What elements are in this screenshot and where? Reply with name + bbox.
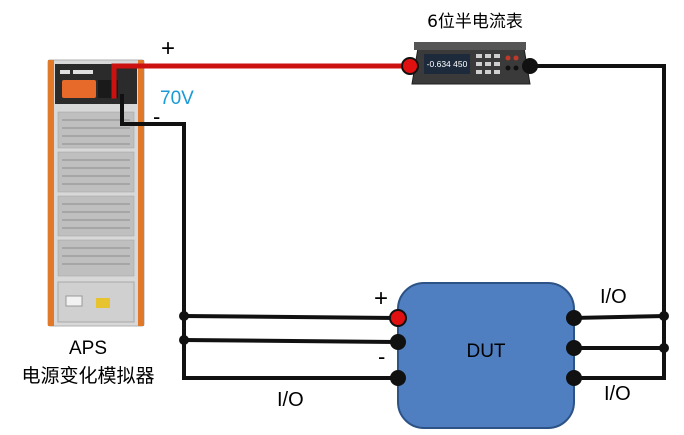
dut-io-terminal	[390, 370, 406, 386]
meter-title: 6位半电流表	[427, 12, 523, 32]
positive-wire	[111, 63, 413, 99]
aps-cabinet	[47, 59, 145, 327]
wire-supply-dut-minus	[181, 337, 401, 345]
dut-io-terminal	[566, 340, 582, 356]
supply-voltage-label: 70V	[160, 88, 194, 109]
junction-dot	[179, 311, 189, 321]
supply-plus-sign: +	[161, 35, 175, 62]
wire-dut-io-1	[571, 313, 667, 321]
junction-dot	[659, 311, 669, 321]
meter-return-wire	[528, 64, 666, 380]
wires	[111, 63, 667, 380]
supply-description: 电源变化模拟器	[21, 365, 154, 387]
meter-negative-terminal	[522, 58, 538, 74]
meter-reading: -0.634 450	[427, 59, 468, 69]
junction-dot	[179, 335, 189, 345]
supply-minus-sign: -	[153, 104, 160, 129]
junction-dot	[659, 343, 669, 353]
dut-negative-terminal	[390, 334, 406, 350]
meter-positive-terminal	[401, 57, 419, 75]
dut-label: DUT	[466, 341, 505, 362]
wire-supply-dut-plus	[181, 313, 401, 321]
io-label-left-bottom: I/O	[277, 389, 304, 411]
supply-name: APS	[69, 338, 107, 359]
dut-plus-sign: +	[374, 285, 388, 312]
negative-wire	[120, 94, 400, 380]
dut-positive-terminal	[389, 309, 407, 327]
multimeter-device	[411, 42, 531, 85]
io-label-right-bottom: I/O	[604, 383, 631, 405]
dut-io-terminal	[566, 370, 582, 386]
dut-io-terminal	[566, 310, 582, 326]
io-label-right-top: I/O	[600, 286, 627, 308]
dut-minus-sign: -	[378, 344, 385, 369]
